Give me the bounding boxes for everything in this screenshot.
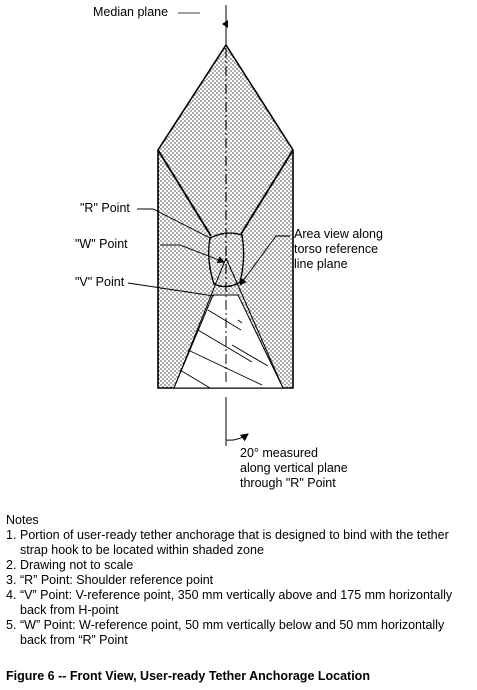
note-text: “R” Point: Shoulder reference point (20, 573, 214, 587)
area-view-line-3: line plane (294, 257, 348, 271)
note-number: 2. (6, 558, 17, 572)
angle-line-2: along vertical plane (240, 461, 348, 475)
angle-label: 20° measured along vertical plane throug… (240, 446, 348, 491)
area-view-line-2: torso reference (294, 242, 379, 256)
v-point-label: "V" Point (75, 275, 125, 289)
median-plane-tick (222, 20, 228, 28)
r-point-label: "R" Point (80, 201, 130, 215)
angle-arc (225, 433, 249, 442)
torso-ref-line-left (173, 257, 227, 389)
w-point-leader (160, 244, 225, 264)
note-number: 3. (6, 573, 17, 587)
left-shoulder-line (157, 149, 212, 237)
figure-caption: Figure 6 -- Front View, User-ready Tethe… (6, 669, 370, 683)
note-text: “W” Point: W-reference point, 50 mm vert… (20, 618, 445, 647)
note-item: 4.“V” Point: V-reference point, 350 mm v… (6, 588, 472, 618)
note-text: “V” Point: V-reference point, 350 mm ver… (20, 588, 453, 617)
note-item: 5.“W” Point: W-reference point, 50 mm ve… (6, 618, 472, 648)
note-number: 5. (6, 618, 17, 632)
anchorage-diagram (127, 5, 294, 446)
median-plane-label: Median plane (93, 5, 169, 19)
note-item: 1.Portion of user-ready tether anchorage… (6, 528, 472, 558)
note-number: 4. (6, 588, 17, 602)
angle-line-1: 20° measured (240, 446, 318, 460)
r-point-leader (137, 208, 211, 239)
notes-heading: Notes (6, 513, 39, 527)
right-shoulder-line (240, 149, 294, 235)
area-view-label: Area view along torso reference line pla… (294, 227, 383, 272)
note-text: Portion of user-ready tether anchorage t… (20, 528, 449, 557)
area-view-leader (239, 235, 290, 286)
notes-section: Notes 1.Portion of user-ready tether anc… (6, 513, 472, 648)
notes-list: 1.Portion of user-ready tether anchorage… (6, 528, 472, 648)
area-view-line-1: Area view along (294, 227, 383, 241)
note-item: 2.Drawing not to scale (6, 558, 472, 573)
note-number: 1. (6, 528, 17, 542)
angle-line-3: through "R" Point (240, 476, 336, 490)
note-text: Drawing not to scale (20, 558, 134, 572)
note-item: 3.“R” Point: Shoulder reference point (6, 573, 472, 588)
w-point-label: "W" Point (75, 237, 128, 251)
zone-hatching (179, 309, 269, 389)
v-point-leader (127, 282, 215, 297)
torso-ref-line-right (225, 257, 284, 389)
